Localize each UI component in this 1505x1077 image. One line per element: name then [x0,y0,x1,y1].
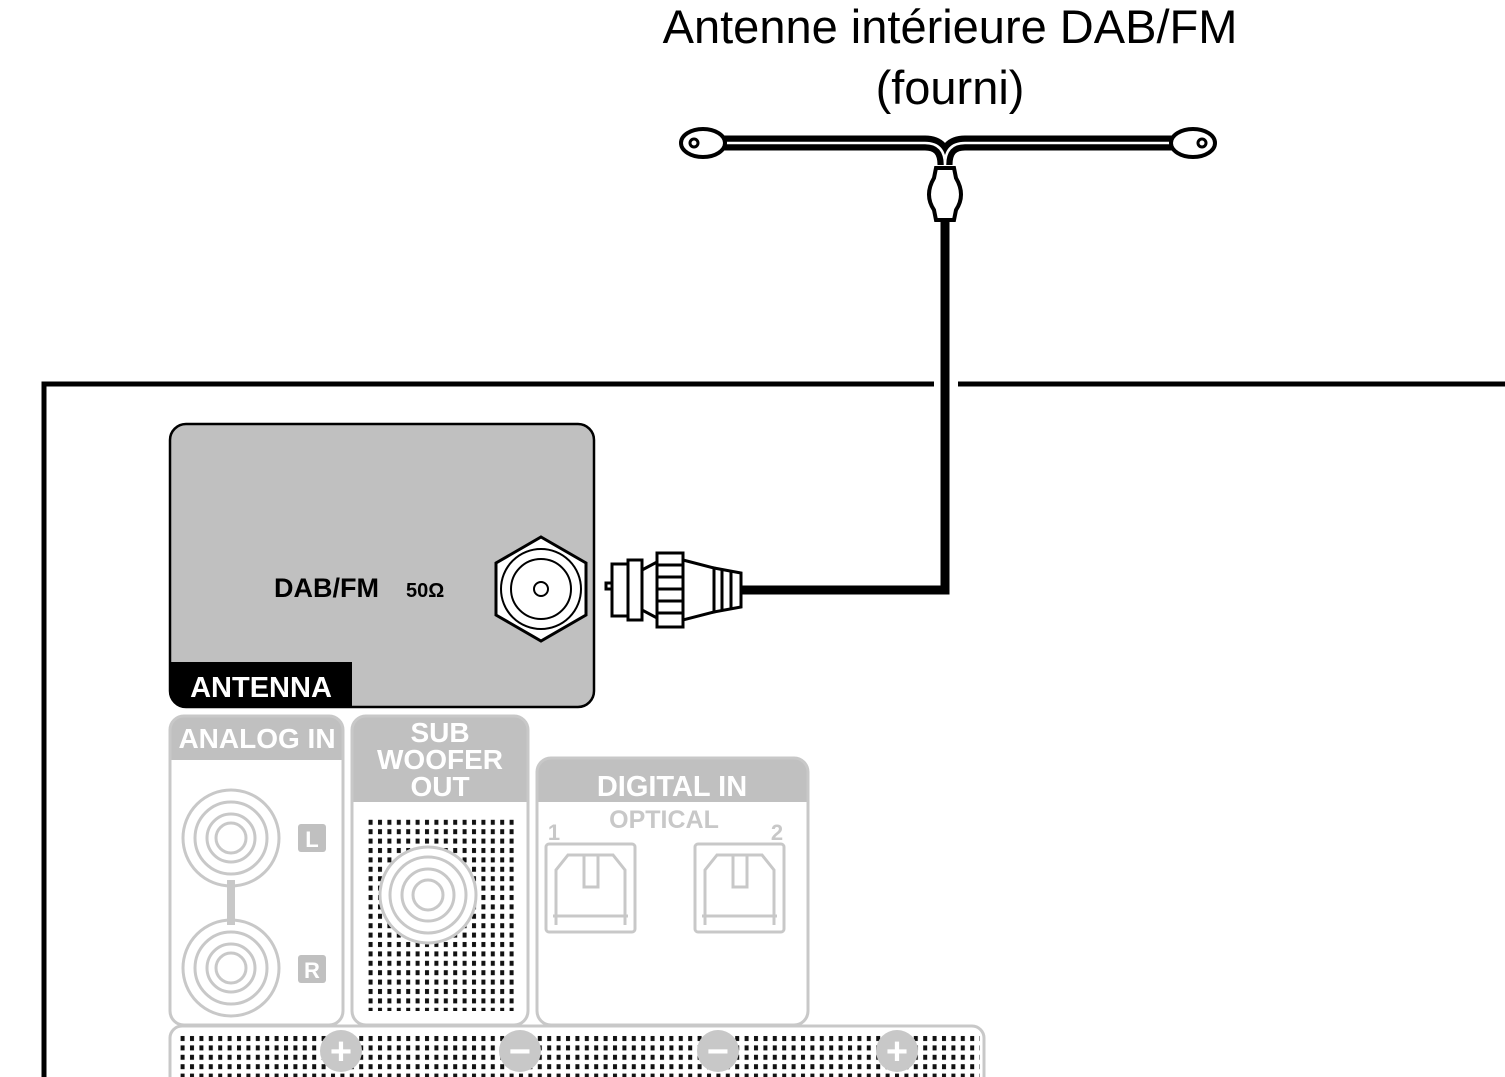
indoor-antenna [679,127,1217,595]
ring-terminal-right-icon [1169,127,1217,159]
ring-terminal-left-icon [679,127,727,159]
optical-port-1-label: 1 [548,820,560,845]
digital-in-panel: DIGITAL IN OPTICAL 1 2 [535,756,810,1027]
left-channel-badge: L [305,827,318,852]
optical-port-2-label: 2 [771,820,783,845]
terminal-polarity-label: + [330,1031,352,1073]
subwoofer-out-jack[interactable] [378,845,478,945]
subwoofer-label-line1: SUB [410,717,469,748]
impedance-label: 50Ω [406,580,444,602]
analog-in-panel: ANALOG IN L R [168,714,345,1027]
analog-in-right-jack[interactable] [181,918,281,1018]
speaker-terminal-minus[interactable]: − [499,1030,541,1073]
chassis-outline [41,381,1505,1077]
antenna-panel: ANTENNA DAB/FM 50Ω [168,422,596,709]
analog-in-label: ANALOG IN [178,723,335,754]
right-channel-badge: R [304,958,320,983]
terminal-polarity-label: + [886,1031,908,1073]
analog-in-left-jack[interactable] [181,788,281,888]
terminal-polarity-label: − [509,1031,531,1073]
subwoofer-out-panel: SUB WOOFER OUT [350,714,530,1027]
dab-fm-antenna-jack[interactable] [494,535,588,643]
antenna-junction-icon [927,166,963,222]
antenna-section-label: ANTENNA [190,672,332,704]
diagram-title: Antenne intérieure DAB/FM [663,0,1238,53]
coax-plug-icon [604,551,743,629]
dab-fm-jack-label: DAB/FM [274,573,379,603]
subwoofer-label-line3: OUT [410,771,469,802]
optical-port-1[interactable] [544,842,637,934]
optical-label: OPTICAL [609,806,719,834]
speaker-terminal-strip: + − − + [168,1024,986,1077]
subwoofer-label-line2: WOOFER [377,744,503,775]
diagram-subtitle: (fourni) [876,61,1025,114]
digital-in-label: DIGITAL IN [597,771,747,803]
terminal-polarity-label: − [707,1031,729,1073]
speaker-terminal-plus[interactable]: + [876,1030,918,1073]
speaker-terminal-minus[interactable]: − [697,1030,739,1073]
speaker-terminal-plus[interactable]: + [320,1030,362,1073]
optical-port-2[interactable] [693,842,786,934]
